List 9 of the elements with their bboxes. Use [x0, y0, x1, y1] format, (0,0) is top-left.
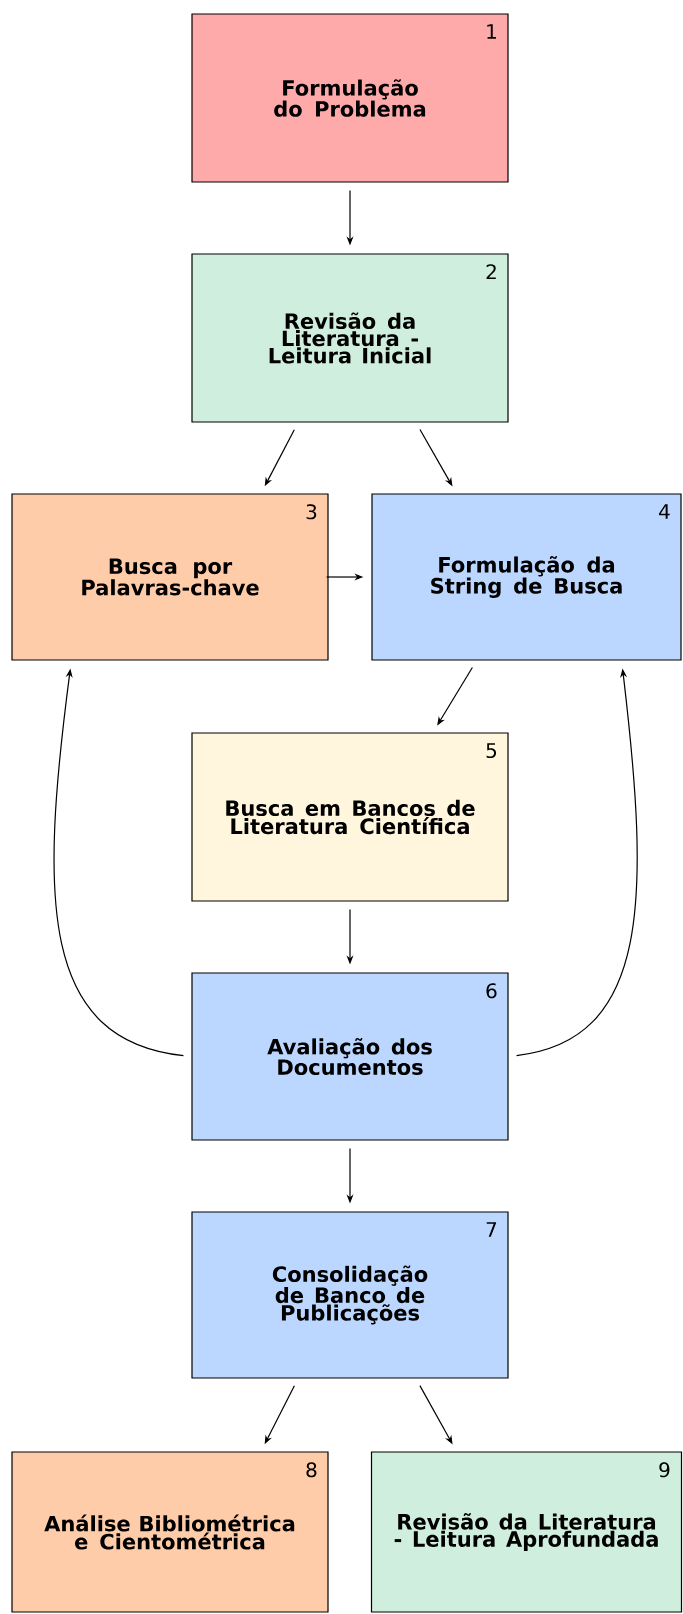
step-number: 9: [659, 1462, 670, 1478]
step-number: 7: [486, 1222, 497, 1237]
step-number: 6: [486, 983, 497, 999]
step-number: 1: [487, 24, 496, 39]
step-number: 3: [306, 504, 317, 520]
step-number: 2: [486, 264, 496, 280]
step-number: 5: [486, 743, 497, 759]
step-number: 4: [659, 504, 670, 519]
step-number: 8: [306, 1462, 317, 1478]
